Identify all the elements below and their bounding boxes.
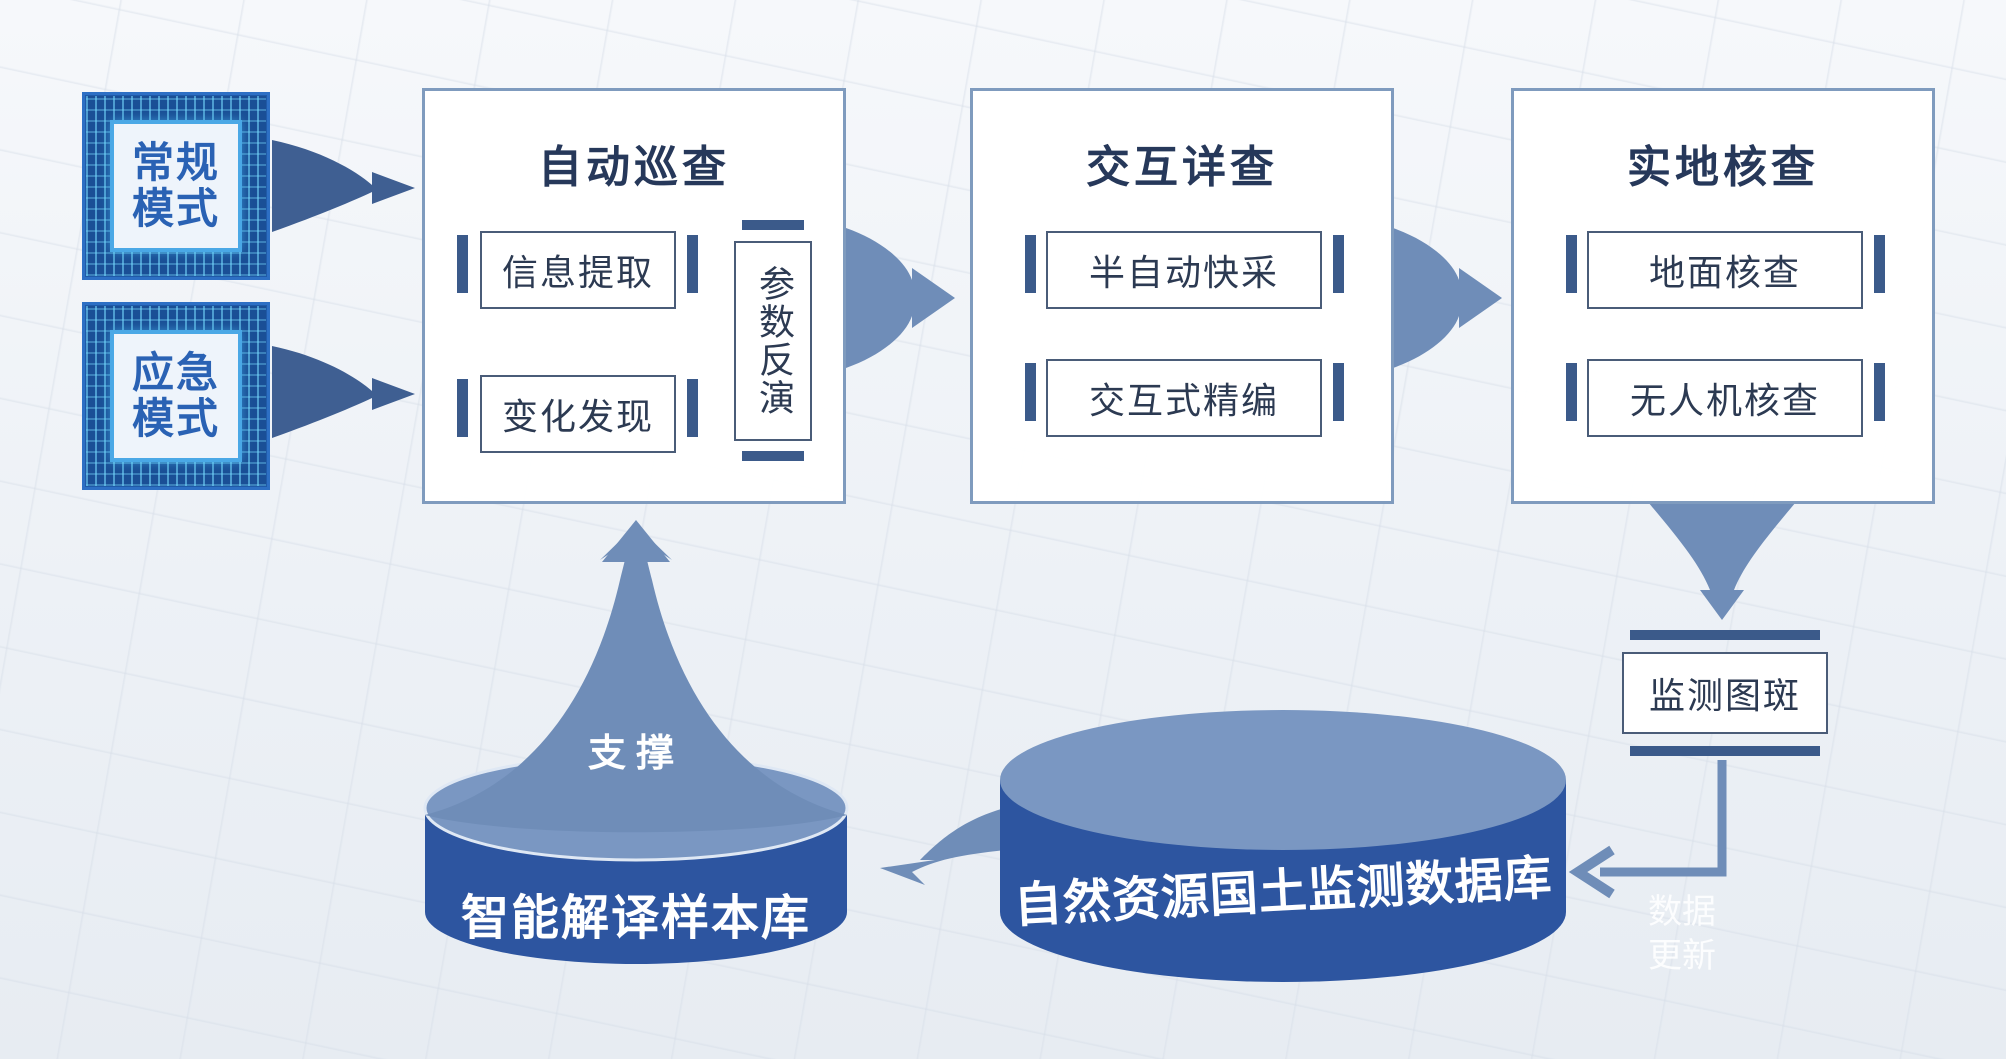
bracket-bar [1025,363,1036,421]
bracket-bar [457,235,468,293]
output-monitoring-patches: 监测图斑 [1622,652,1828,734]
stage-item-semi-auto-capture: 半自动快采 [1046,231,1322,309]
data-update-line [1600,760,1727,877]
bracket-bar [687,379,698,437]
bracket-bar [1630,630,1820,640]
bracket-bar [1333,235,1344,293]
support-label: 支撑 [588,731,685,775]
bracket-bar [742,451,804,461]
mode-emergency: 应急模式 [82,302,270,490]
stage-side-parameter-inversion: 参数反演 [734,241,812,441]
stage-item-ground-check: 地面核查 [1587,231,1863,309]
data-update-line2: 更新 [1648,936,1716,976]
support-spike [425,525,847,833]
arrow-stage1-to-stage2 [846,228,955,368]
bracket-bar [1874,235,1885,293]
chip: 常规模式 [114,124,238,248]
bracket-bar [457,379,468,437]
stage-item-interactive-edit: 交互式精编 [1046,359,1322,437]
stage-title: 交互详查 [1086,142,1278,193]
stage-interactive-check: 交互详查 半自动快采 交互式精编 [970,88,1394,504]
data-update-label: 数据 更新 [1648,890,1716,978]
stage-auto-patrol: 自动巡查 信息提取 变化发现 参数反演 [422,88,846,504]
stage-title: 自动巡查 [538,142,730,193]
mode-normal: 常规模式 [82,92,270,280]
bracket-bar [687,235,698,293]
arrow-stage2-to-stage3 [1393,228,1502,368]
data-update-arrowhead [1568,845,1615,899]
bracket-bar [1630,746,1820,756]
bracket-bar [1566,363,1577,421]
data-update-line1: 数据 [1648,892,1716,932]
arrow-normal-mode [272,140,415,232]
monitoring-database [1000,710,1566,982]
database-samples-label: 智能解译样本库 [460,890,811,946]
chip: 应急模式 [114,334,238,458]
stage-title: 实地核查 [1627,142,1819,193]
stage-item-change-detection: 变化发现 [480,375,676,453]
mode-normal-label: 常规模式 [131,138,220,233]
arrow-emergency-mode [272,346,415,438]
bracket-bar [1566,235,1577,293]
bracket-bar [1874,363,1885,421]
arrow-db-to-samples [880,808,1005,885]
stage-item-info-extraction: 信息提取 [480,231,676,309]
arrow-stage3-down [1648,502,1796,620]
mode-emergency-label: 应急模式 [131,348,220,443]
stage-item-uav-check: 无人机核查 [1587,359,1863,437]
stage-field-check: 实地核查 地面核查 无人机核查 [1511,88,1935,504]
bracket-bar [1025,235,1036,293]
bracket-bar [742,220,804,230]
bracket-bar [1333,363,1344,421]
